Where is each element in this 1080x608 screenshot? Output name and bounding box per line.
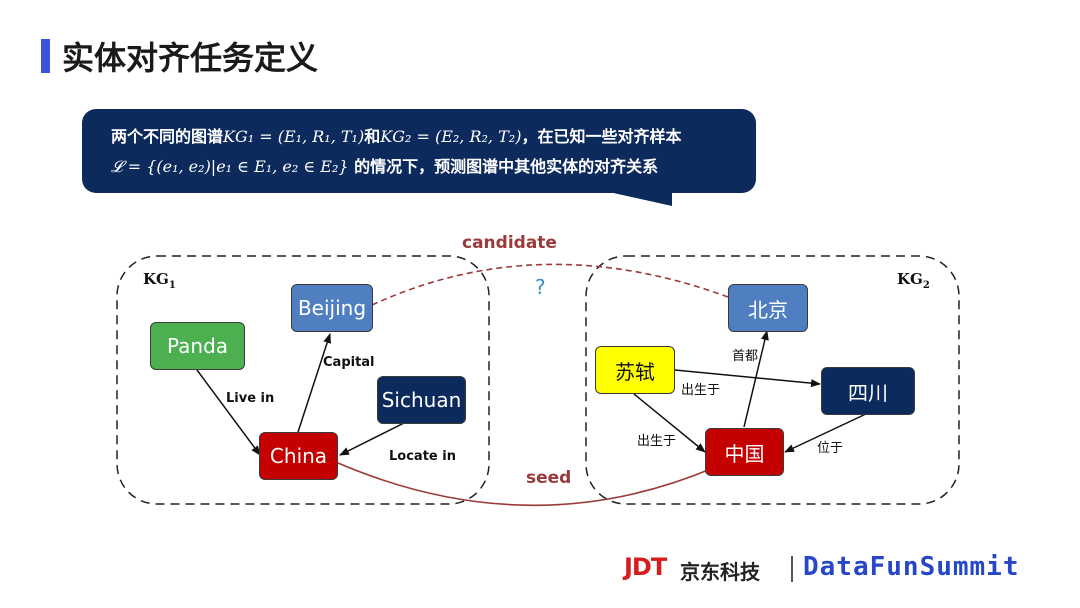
kg1-formula: KG₁ = (E₁, R₁, T₁) — [223, 127, 365, 146]
candidate-label: candidate — [462, 233, 557, 253]
kg2-label-text: KG — [897, 270, 923, 288]
jdt-logo: JDT — [624, 553, 667, 581]
edge-sichuan-zhongguo — [784, 412, 869, 453]
kg2-label: KG2 — [897, 270, 930, 291]
node-kg2-zhongguo[interactable]: 中国 — [705, 428, 784, 476]
edge-panda-china — [196, 369, 261, 456]
title-accent-bar — [41, 39, 50, 73]
datafunsummit-logo: DataFunSummit — [803, 552, 1020, 582]
callout-text: 和 — [364, 127, 381, 146]
node-kg2-sichuan[interactable]: 四川 — [821, 367, 915, 415]
edge-label-born-in-2: 出生于 — [637, 434, 677, 449]
callout-text: 两个不同的图谱 — [111, 127, 224, 146]
kg1-label: KG1 — [143, 270, 176, 291]
callout-text: ，在已知一些对齐样本 — [521, 127, 682, 146]
seed-link — [337, 462, 714, 507]
node-kg2-beijing[interactable]: 北京 — [728, 284, 808, 332]
jd-tech-logo-text: 京东科技 — [680, 560, 760, 584]
unknown-mark: ? — [535, 275, 546, 299]
edge-china-beijing — [297, 333, 332, 433]
edge-label-capital-zh: 首都 — [732, 349, 759, 364]
node-kg2-sushi[interactable]: 苏轼 — [595, 346, 675, 394]
kg2-label-sub: 2 — [922, 280, 930, 291]
callout-text: 的情况下，预测图谱中其他实体的对齐关系 — [348, 157, 659, 176]
edge-sushi-sichuan — [674, 369, 821, 388]
seed-set-formula: 𝓛 = {(e₁, e₂)|e₁ ∈ E₁, e₂ ∈ E₂} — [111, 157, 349, 176]
page-title: 实体对齐任务定义 — [62, 39, 319, 77]
edge-label-locate-in: Locate in — [389, 449, 456, 464]
footer-divider — [791, 556, 793, 582]
seed-label: seed — [526, 468, 572, 488]
node-kg1-panda[interactable]: Panda — [150, 322, 245, 370]
node-kg1-china[interactable]: China — [259, 432, 338, 480]
kg2-container — [585, 255, 960, 505]
callout-line-1: 两个不同的图谱KG₁ = (E₁, R₁, T₁)和KG₂ = (E₂, R₂,… — [111, 122, 756, 152]
kg1-label-sub: 1 — [168, 280, 176, 291]
edge-sichuan-china — [339, 421, 407, 456]
edge-label-live-in: Live in — [226, 391, 275, 406]
definition-callout: 两个不同的图谱KG₁ = (E₁, R₁, T₁)和KG₂ = (E₂, R₂,… — [82, 109, 756, 193]
edge-label-born-in-1: 出生于 — [681, 383, 721, 398]
edge-label-located-in: 位于 — [817, 441, 844, 456]
candidate-link — [371, 263, 729, 306]
kg1-label-text: KG — [143, 270, 169, 288]
edge-zhongguo-beijing — [743, 330, 769, 428]
node-kg1-sichuan[interactable]: Sichuan — [377, 376, 466, 424]
callout-line-2: 𝓛 = {(e₁, e₂)|e₁ ∈ E₁, e₂ ∈ E₂} 的情况下，预测图… — [111, 152, 756, 182]
node-kg1-beijing[interactable]: Beijing — [291, 284, 373, 332]
kg2-formula: KG₂ = (E₂, R₂, T₂) — [380, 127, 522, 146]
kg1-container — [116, 255, 490, 505]
edge-label-capital: Capital — [323, 355, 375, 370]
edge-sushi-zhongguo — [633, 393, 706, 453]
